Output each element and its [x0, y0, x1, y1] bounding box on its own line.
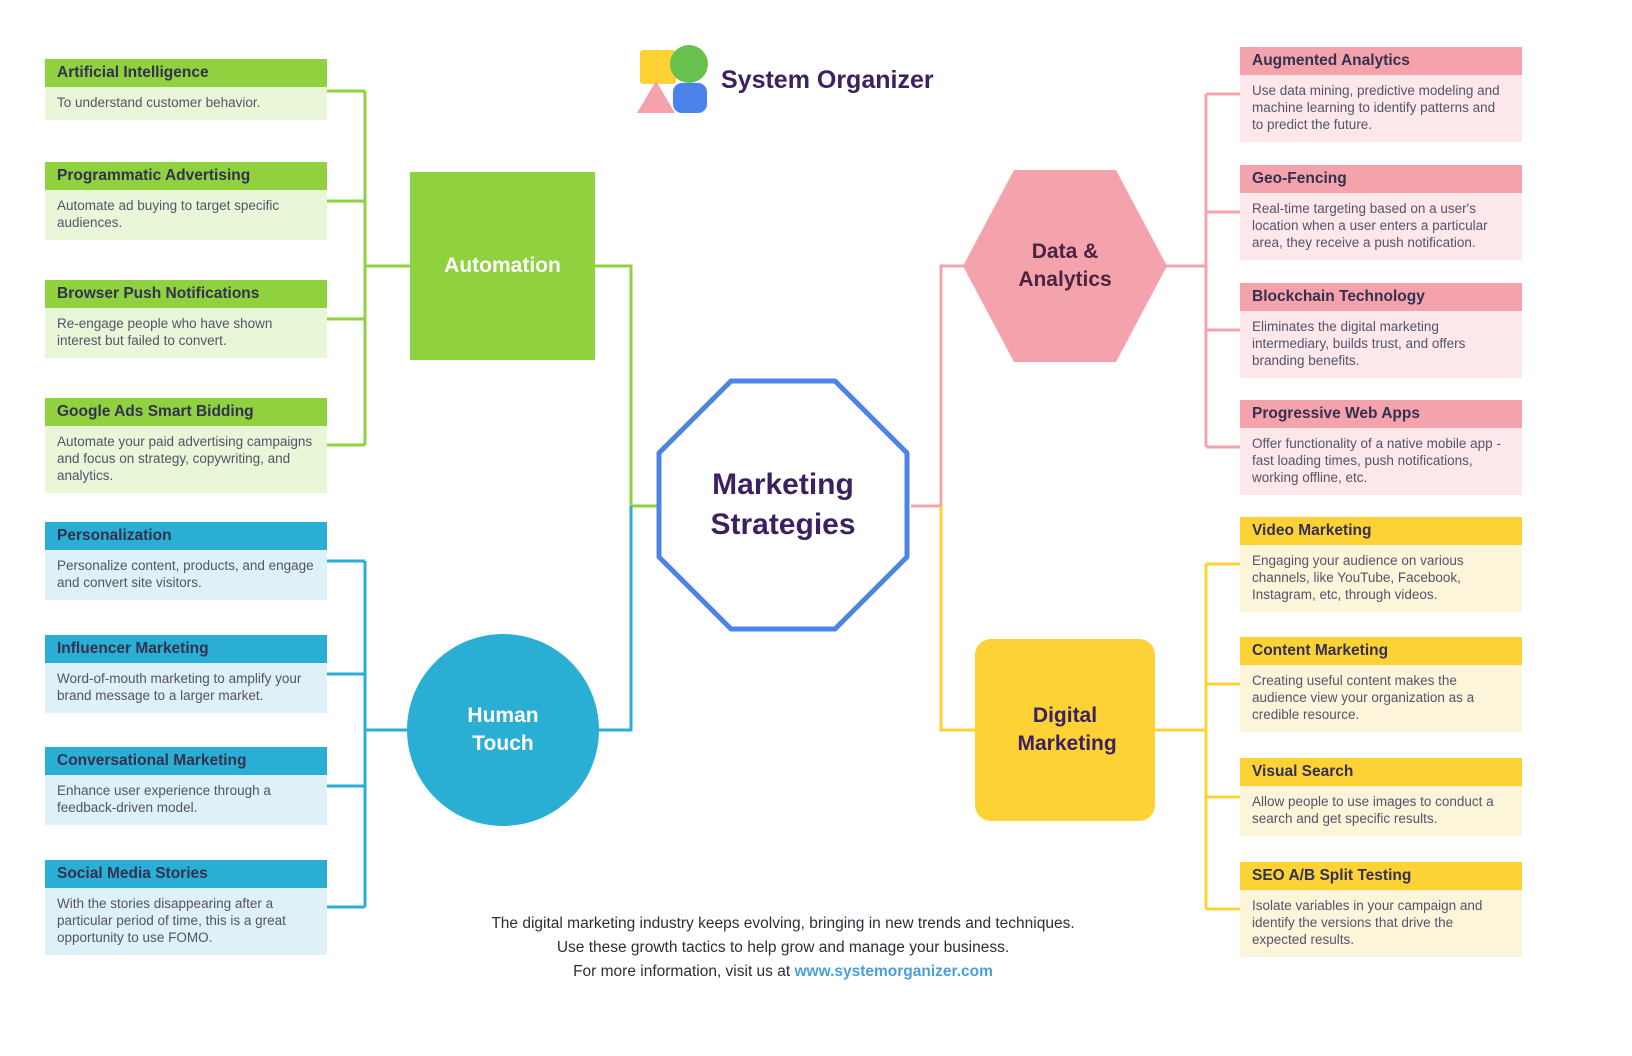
item-description: Allow people to use images to conduct a …: [1240, 786, 1522, 836]
logo-triangle-icon: [637, 81, 675, 113]
strategy-item-personalization: Personalization Personalize content, pro…: [45, 522, 327, 600]
strategy-item-artificial-intelligence: Artificial Intelligence To understand cu…: [45, 59, 327, 120]
hub-digital-marketing: Digital Marketing: [975, 639, 1155, 821]
item-description: Real-time targeting based on a user's lo…: [1240, 193, 1522, 260]
footer-line-3-text: For more information, visit us at: [573, 963, 795, 981]
item-title: Conversational Marketing: [45, 747, 327, 775]
strategy-item-conversational-marketing: Conversational Marketing Enhance user ex…: [45, 747, 327, 825]
item-title: SEO A/B Split Testing: [1240, 862, 1522, 890]
item-title: Visual Search: [1240, 758, 1522, 786]
item-title: Artificial Intelligence: [45, 59, 327, 87]
item-description: Engaging your audience on various channe…: [1240, 545, 1522, 612]
item-description: Re-engage people who have shown interest…: [45, 308, 327, 358]
item-title: Personalization: [45, 522, 327, 550]
strategy-item-progressive-web-apps: Progressive Web Apps Offer functionality…: [1240, 400, 1522, 495]
hub-human-touch-label: Human Touch: [467, 703, 539, 755]
hub-automation: Automation: [410, 172, 595, 360]
item-description: Automate ad buying to target specific au…: [45, 190, 327, 240]
item-description: Eliminates the digital marketing interme…: [1240, 311, 1522, 378]
item-title: Augmented Analytics: [1240, 47, 1522, 75]
item-description: Use data mining, predictive modeling and…: [1240, 75, 1522, 142]
strategy-item-blockchain-technology: Blockchain Technology Eliminates the dig…: [1240, 283, 1522, 378]
center-node-marketing-strategies: Marketing Strategies: [655, 377, 911, 633]
strategy-item-browser-push-notifications: Browser Push Notifications Re-engage peo…: [45, 280, 327, 358]
hub-automation-label: Automation: [444, 253, 561, 277]
website-link[interactable]: www.systemorganizer.com: [794, 963, 993, 981]
item-description: Word-of-mouth marketing to amplify your …: [45, 663, 327, 713]
strategy-item-geo-fencing: Geo-Fencing Real-time targeting based on…: [1240, 165, 1522, 260]
item-title: Programmatic Advertising: [45, 162, 327, 190]
footer-note: The digital marketing industry keeps evo…: [403, 912, 1163, 984]
item-description: Isolate variables in your campaign and i…: [1240, 890, 1522, 957]
item-description: Creating useful content makes the audien…: [1240, 665, 1522, 732]
item-title: Blockchain Technology: [1240, 283, 1522, 311]
hub-human-touch: Human Touch: [407, 634, 599, 826]
item-description: With the stories disappearing after a pa…: [45, 888, 327, 955]
item-title: Geo-Fencing: [1240, 165, 1522, 193]
item-description: Offer functionality of a native mobile a…: [1240, 428, 1522, 495]
item-description: To understand customer behavior.: [45, 87, 327, 120]
strategy-item-visual-search: Visual Search Allow people to use images…: [1240, 758, 1522, 836]
strategy-item-social-media-stories: Social Media Stories With the stories di…: [45, 860, 327, 955]
item-description: Personalize content, products, and engag…: [45, 550, 327, 600]
item-title: Content Marketing: [1240, 637, 1522, 665]
item-title: Social Media Stories: [45, 860, 327, 888]
brand-header: System Organizer: [637, 45, 934, 115]
item-title: Influencer Marketing: [45, 635, 327, 663]
footer-line-2: Use these growth tactics to help grow an…: [556, 939, 1010, 957]
item-title: Google Ads Smart Bidding: [45, 398, 327, 426]
strategy-item-influencer-marketing: Influencer Marketing Word-of-mouth marke…: [45, 635, 327, 713]
strategy-item-google-ads-smart-bidding: Google Ads Smart Bidding Automate your p…: [45, 398, 327, 493]
strategy-item-seo-ab-split-testing: SEO A/B Split Testing Isolate variables …: [1240, 862, 1522, 957]
strategy-item-augmented-analytics: Augmented Analytics Use data mining, pre…: [1240, 47, 1522, 142]
item-title: Video Marketing: [1240, 517, 1522, 545]
center-title: Marketing Strategies: [710, 467, 856, 542]
item-description: Automate your paid advertising campaigns…: [45, 426, 327, 493]
logo-rounded-square-icon: [673, 83, 707, 113]
item-title: Browser Push Notifications: [45, 280, 327, 308]
item-description: Enhance user experience through a feedba…: [45, 775, 327, 825]
footer-line-1: The digital marketing industry keeps evo…: [491, 915, 1075, 932]
hub-data-analytics: Data & Analytics: [963, 170, 1167, 362]
strategy-item-programmatic-advertising: Programmatic Advertising Automate ad buy…: [45, 162, 327, 240]
brand-name: System Organizer: [721, 65, 934, 94]
strategy-item-content-marketing: Content Marketing Creating useful conten…: [1240, 637, 1522, 732]
footer-line-3: For more information, visit us at www.sy…: [403, 960, 1163, 984]
hub-data-analytics-label: Data & Analytics: [1018, 239, 1112, 291]
item-title: Progressive Web Apps: [1240, 400, 1522, 428]
strategy-item-video-marketing: Video Marketing Engaging your audience o…: [1240, 517, 1522, 612]
logo-circle-icon: [670, 45, 708, 83]
brand-logo-icon: [637, 45, 709, 115]
hub-digital-marketing-label: Digital Marketing: [1017, 703, 1117, 755]
octagon-shape: [656, 378, 910, 632]
